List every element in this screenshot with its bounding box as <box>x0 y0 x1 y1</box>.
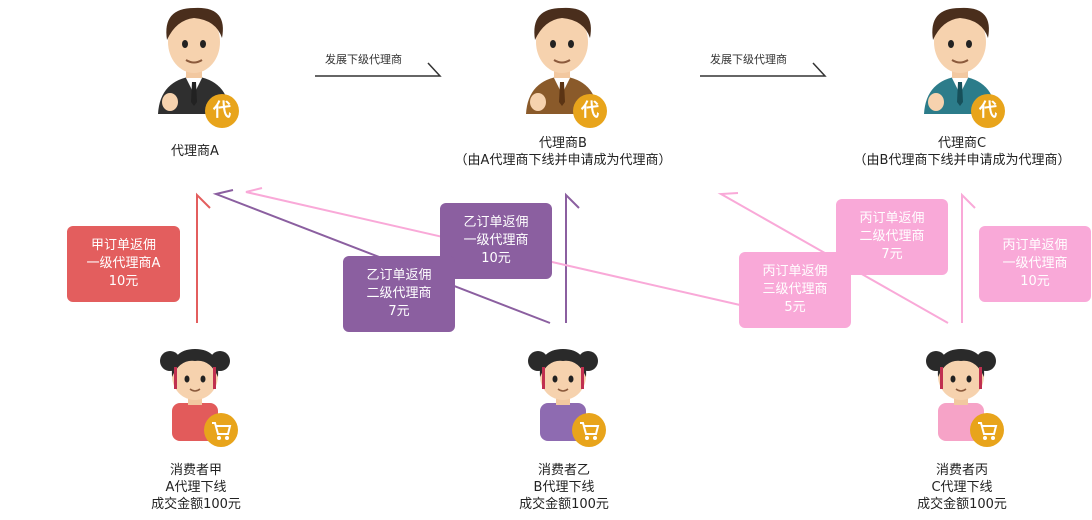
commission-yi-2: 乙订单返佣 二级代理商 7元 <box>343 256 455 332</box>
agent-badge: 代 <box>971 94 1005 128</box>
agent-c-sub: （由B代理商下线并申请成为代理商） <box>853 153 1071 168</box>
develop-label-ab: 发展下级代理商 <box>325 53 402 66</box>
line-yi-to-b <box>565 192 580 323</box>
consumer-yi-label: 消费者乙 B代理下线 成交金额100元 <box>489 462 639 513</box>
cart-icon <box>204 413 238 447</box>
consumer-jia-label: 消费者甲 A代理下线 成交金额100元 <box>121 462 271 513</box>
agent-c-label: 代理商C （由B代理商下线并申请成为代理商） <box>812 135 1092 169</box>
consumer-jia-amount: 成交金额100元 <box>151 497 241 512</box>
commission-bing-3: 丙订单返佣 三级代理商 5元 <box>739 252 851 328</box>
line-bing-to-b <box>717 192 949 324</box>
agent-b-sub: （由A代理商下线并申请成为代理商） <box>454 153 672 168</box>
commission-bing-2: 丙订单返佣 二级代理商 7元 <box>836 199 948 275</box>
agent-a-label: 代理商A <box>120 143 270 160</box>
agent-b-label: 代理商B （由A代理商下线并申请成为代理商） <box>413 135 713 169</box>
consumer-bing-line: C代理下线 <box>931 480 993 495</box>
consumer-bing-amount: 成交金额100元 <box>917 497 1007 512</box>
consumer-bing-avatar <box>918 343 1008 451</box>
agent-badge: 代 <box>205 94 239 128</box>
commission-bing-1: 丙订单返佣 一级代理商 10元 <box>979 226 1091 302</box>
consumer-yi-amount: 成交金额100元 <box>519 497 609 512</box>
line-bing-to-c <box>961 192 976 323</box>
develop-arrow-bc <box>700 62 827 77</box>
consumer-yi-name: 消费者乙 <box>537 463 590 478</box>
commission-yi-1: 乙订单返佣 一级代理商 10元 <box>440 203 552 279</box>
agent-badge: 代 <box>573 94 607 128</box>
agent-a-name: 代理商A <box>171 144 219 159</box>
consumer-jia-name: 消费者甲 <box>169 463 222 478</box>
agent-c-name: 代理商C <box>937 136 987 151</box>
agent-b-avatar: 代 <box>518 2 608 130</box>
line-bing-to-a <box>245 187 741 306</box>
consumer-jia-line: A代理下线 <box>165 480 227 495</box>
consumer-yi-avatar <box>520 343 610 451</box>
develop-label-bc: 发展下级代理商 <box>710 53 787 66</box>
consumer-jia-avatar <box>152 343 242 451</box>
consumer-bing-name: 消费者丙 <box>935 463 988 478</box>
agent-b-name: 代理商B <box>539 136 587 151</box>
line-jia-to-a <box>196 192 211 323</box>
develop-arrow-ab <box>315 62 442 77</box>
consumer-yi-line: B代理下线 <box>533 480 595 495</box>
cart-icon <box>572 413 606 447</box>
agent-c-avatar: 代 <box>916 2 1006 130</box>
consumer-bing-label: 消费者丙 C代理下线 成交金额100元 <box>887 462 1037 513</box>
cart-icon <box>970 413 1004 447</box>
commission-jia-1: 甲订单返佣 一级代理商A 10元 <box>67 226 180 302</box>
agent-a-avatar: 代 <box>150 2 240 130</box>
